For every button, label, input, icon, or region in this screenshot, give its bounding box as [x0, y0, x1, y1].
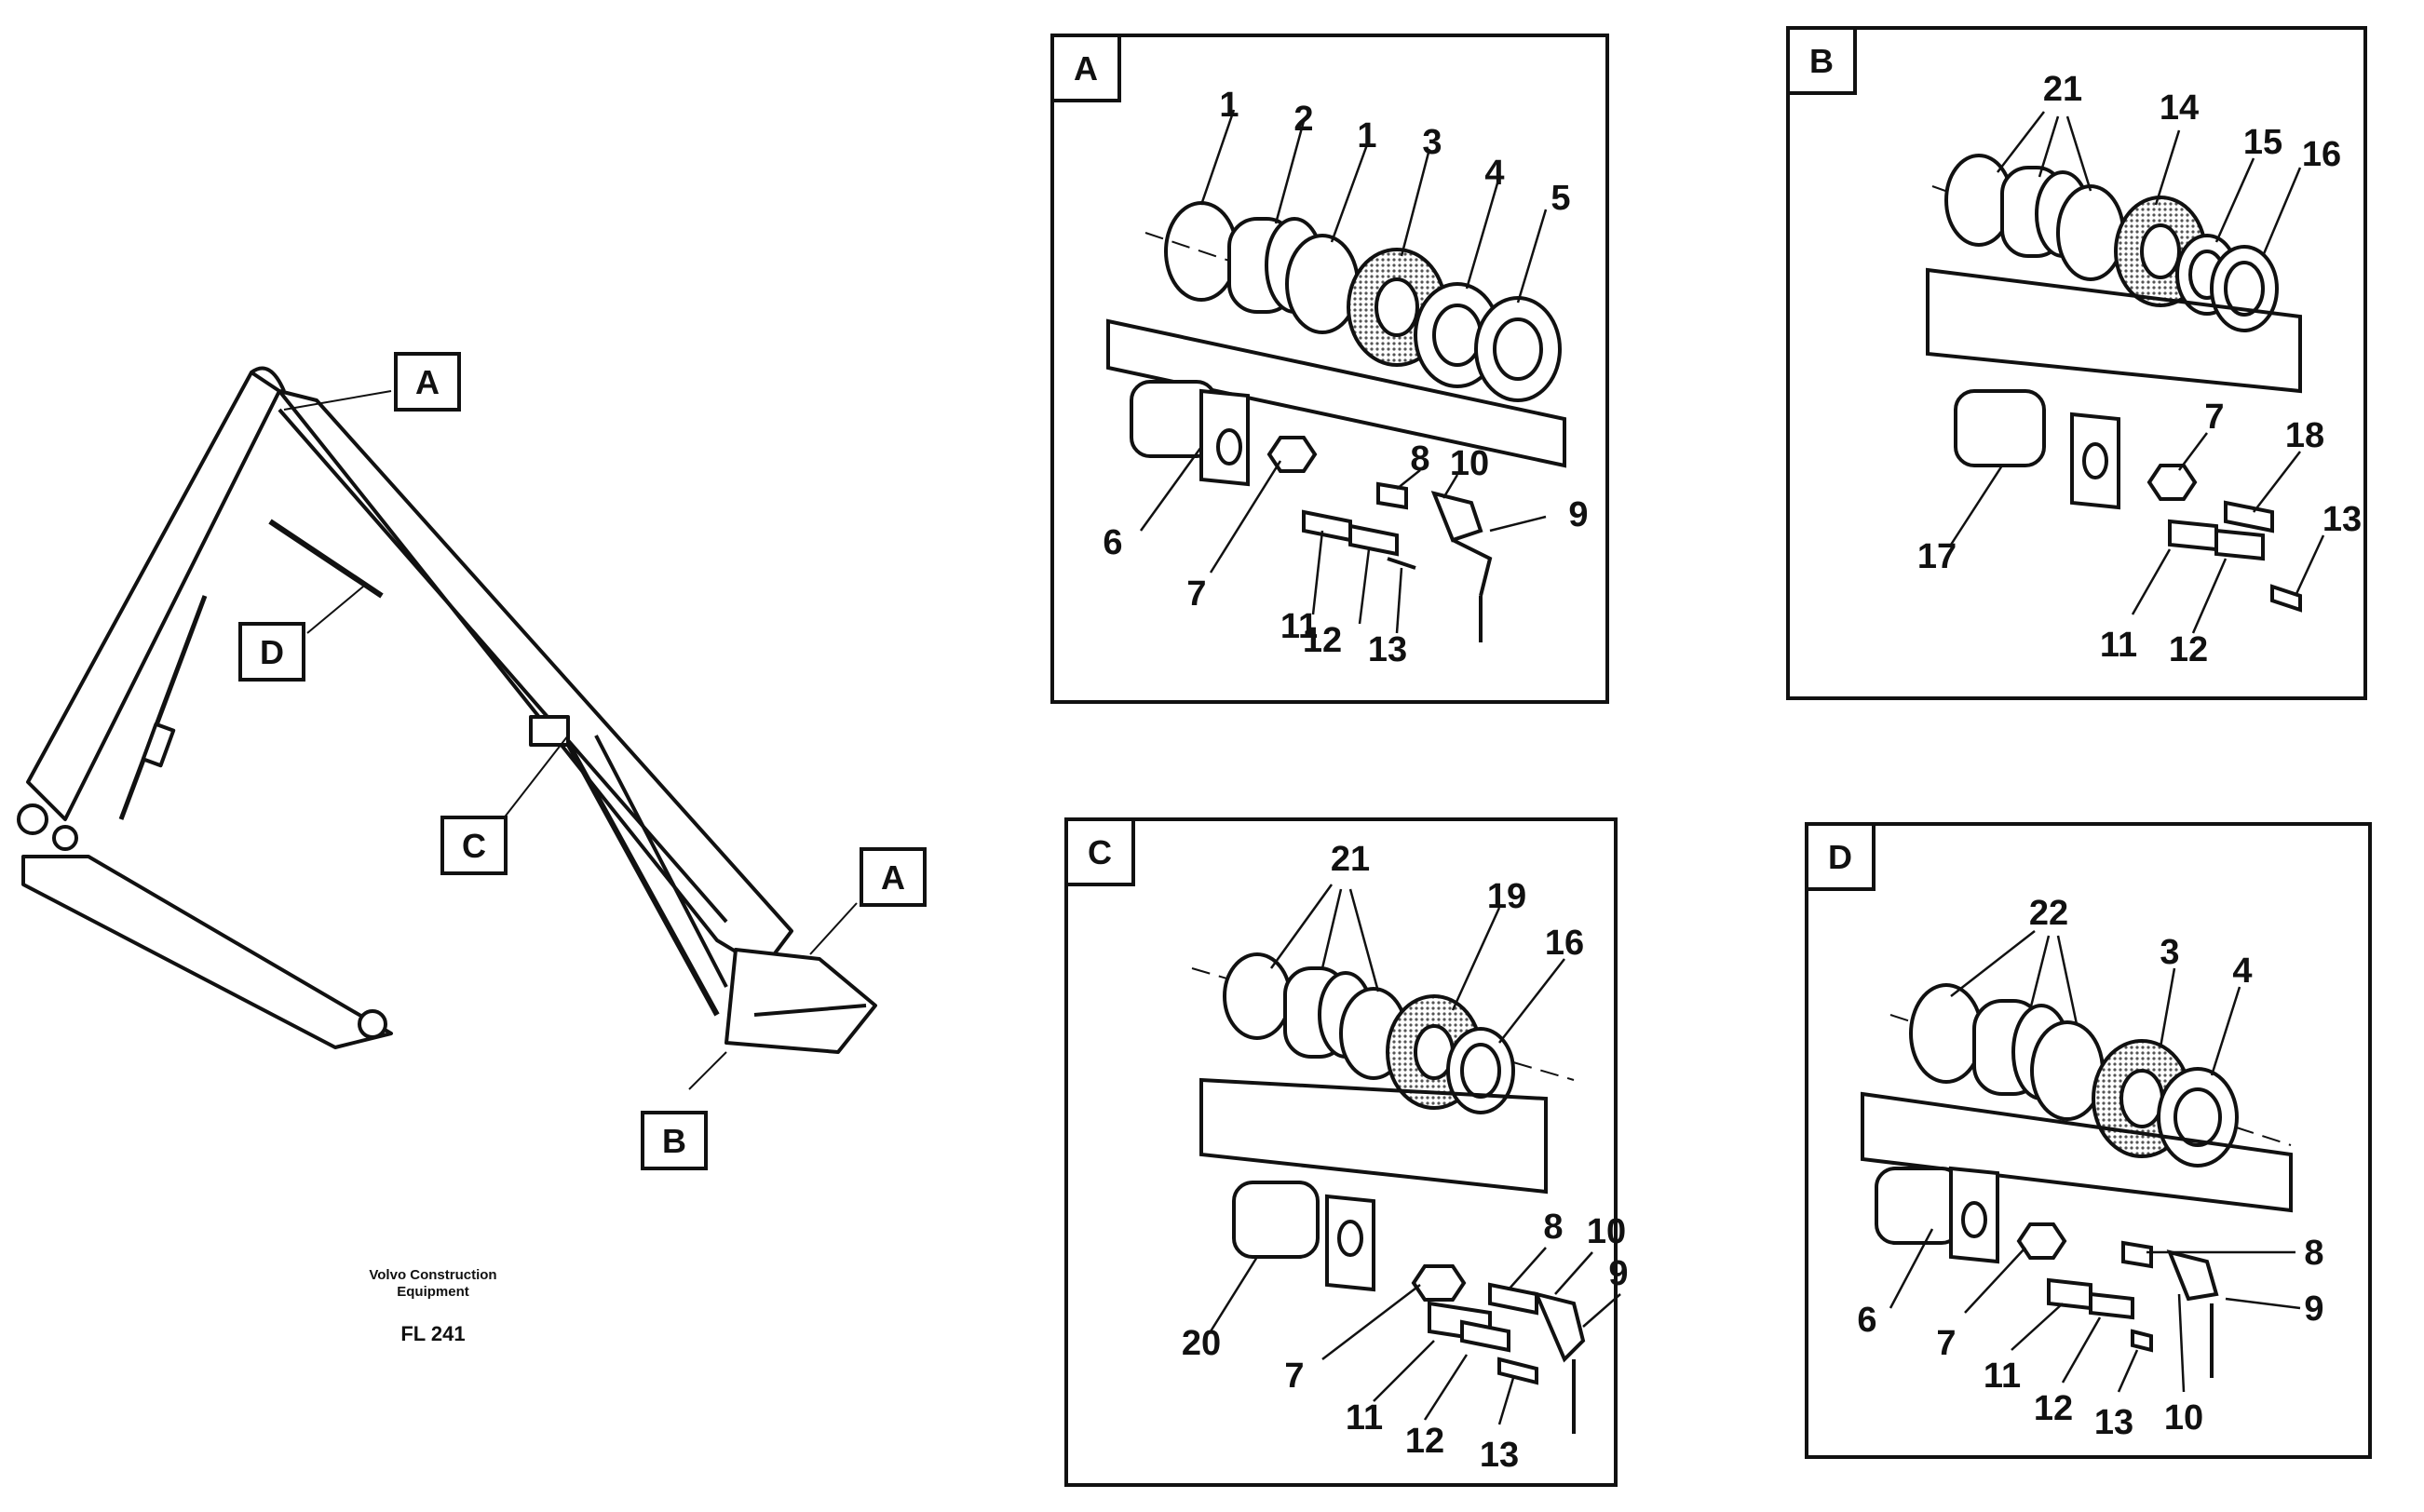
overview-label-b: B	[641, 1111, 708, 1170]
panel-b: B	[1786, 26, 2367, 700]
callout: 13	[1368, 630, 1407, 669]
callout: 12	[1405, 1422, 1444, 1461]
panel-a-tag: A	[1074, 49, 1098, 88]
panel-b-tag: B	[1809, 42, 1834, 80]
callout: 22	[2029, 894, 2068, 933]
callout: 3	[1422, 123, 1442, 162]
svg-text:A: A	[881, 858, 905, 897]
callout: 21	[1331, 840, 1370, 879]
svg-text:A: A	[415, 363, 440, 401]
callout: 11	[1346, 1398, 1383, 1438]
svg-text:D: D	[260, 633, 284, 671]
callout: 12	[1303, 621, 1342, 660]
callout: 16	[2302, 135, 2341, 174]
callout: 21	[2043, 70, 2082, 109]
callout: 8	[1543, 1208, 1563, 1247]
panel-d: D	[1805, 822, 2372, 1459]
company-name: Volvo Construction	[369, 1267, 496, 1283]
callout: 4	[1484, 154, 1504, 193]
callout: 9	[1608, 1254, 1628, 1293]
company-name-line2: Equipment	[397, 1284, 469, 1300]
callout: 6	[1857, 1301, 1876, 1340]
callout: 1	[1357, 116, 1376, 155]
callout: 19	[1487, 877, 1526, 916]
callout: 17	[1917, 537, 1957, 576]
callout: 4	[2232, 952, 2252, 991]
callout: 8	[1410, 439, 1429, 479]
callout: 10	[2164, 1398, 2203, 1438]
callout: 3	[2160, 933, 2179, 972]
callout: 18	[2285, 416, 2324, 455]
callout: 10	[1587, 1212, 1626, 1251]
callout: 6	[1103, 523, 1122, 562]
overview-label-d: D	[238, 622, 305, 682]
overview-label-a-bottom: A	[860, 847, 927, 907]
callout: 13	[1480, 1436, 1519, 1475]
overview-label-a-top: A	[394, 352, 461, 412]
callout: 15	[2243, 123, 2282, 162]
callout: 11	[2100, 626, 2137, 665]
callout: 11	[1984, 1357, 2021, 1396]
overview-label-c: C	[440, 816, 508, 875]
callout: 5	[1551, 179, 1570, 218]
callout: 1	[1219, 86, 1239, 125]
panel-d-tag: D	[1828, 838, 1852, 876]
callout: 7	[2204, 398, 2224, 437]
callout: 13	[2322, 500, 2362, 539]
callout: 9	[2304, 1289, 2323, 1329]
drawing-code: FL 241	[400, 1322, 465, 1345]
callout: 9	[1568, 495, 1588, 534]
callout: 12	[2169, 630, 2208, 669]
callout: 12	[2034, 1389, 2073, 1428]
callout: 7	[1186, 574, 1206, 614]
callout: 16	[1545, 924, 1584, 963]
callout: 20	[1182, 1324, 1221, 1363]
callout: 7	[1936, 1324, 1956, 1363]
svg-text:C: C	[462, 827, 486, 865]
callout: 11	[1280, 607, 1318, 646]
callout: 8	[2304, 1234, 2323, 1273]
callout: 13	[2094, 1403, 2133, 1442]
panel-a: A	[1050, 34, 1609, 704]
panel-c: C	[1064, 817, 1629, 1487]
panel-c-tag: C	[1088, 833, 1112, 871]
callout: 14	[2160, 88, 2199, 128]
callout: 7	[1284, 1357, 1304, 1396]
callout: 10	[1450, 444, 1489, 483]
svg-text:B: B	[662, 1122, 686, 1160]
callout: 2	[1293, 100, 1313, 139]
boom-overview	[17, 366, 877, 1090]
